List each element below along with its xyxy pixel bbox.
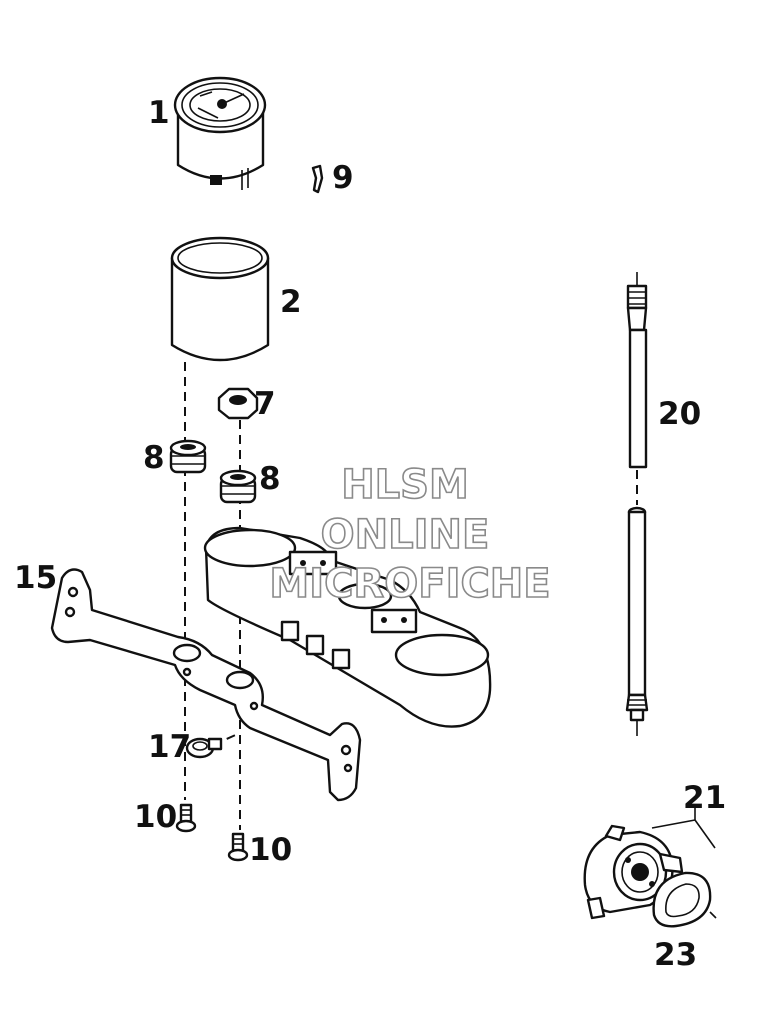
watermark: HLSM ONLINE MICROFICHE: [269, 461, 552, 608]
speedometer-drive: [583, 808, 716, 920]
callout-10-left: 10: [134, 799, 177, 835]
callout-8-right: 8: [259, 461, 281, 497]
callout-21: 21: [683, 780, 726, 816]
callout-20: 20: [658, 396, 701, 432]
rubber-grommet-left: [169, 439, 207, 474]
lamp-clip: [311, 164, 324, 194]
callout-7: 7: [254, 386, 276, 422]
gauge-bracket: [50, 568, 362, 802]
watermark-line-3: MICROFICHE: [269, 561, 550, 607]
watermark-line-2: ONLINE: [321, 512, 490, 558]
watermark-line-1: HLSM: [341, 462, 469, 508]
drive-washer: [652, 871, 717, 928]
callout-8-left: 8: [143, 440, 165, 476]
callout-15: 15: [14, 560, 57, 596]
flanged-bolt: [185, 737, 223, 759]
callout-9: 9: [332, 160, 354, 196]
gauge-sleeve: [170, 236, 270, 362]
speedometer-gauge: [173, 76, 267, 190]
hex-nut: [217, 387, 259, 420]
callout-17: 17: [148, 729, 191, 765]
callout-23: 23: [654, 937, 697, 973]
rubber-grommet-right: [219, 469, 257, 504]
callout-labels: 1 2 7 8 8 9 10 10 15 17 20 21 23: [14, 95, 726, 973]
screw-right: [227, 832, 249, 862]
callout-10-right: 10: [249, 832, 292, 868]
triple-clamp: [203, 526, 492, 728]
callout-1: 1: [148, 95, 170, 131]
callout-2: 2: [280, 284, 302, 320]
speedometer-cable: [625, 272, 649, 736]
screw-left: [175, 803, 197, 833]
